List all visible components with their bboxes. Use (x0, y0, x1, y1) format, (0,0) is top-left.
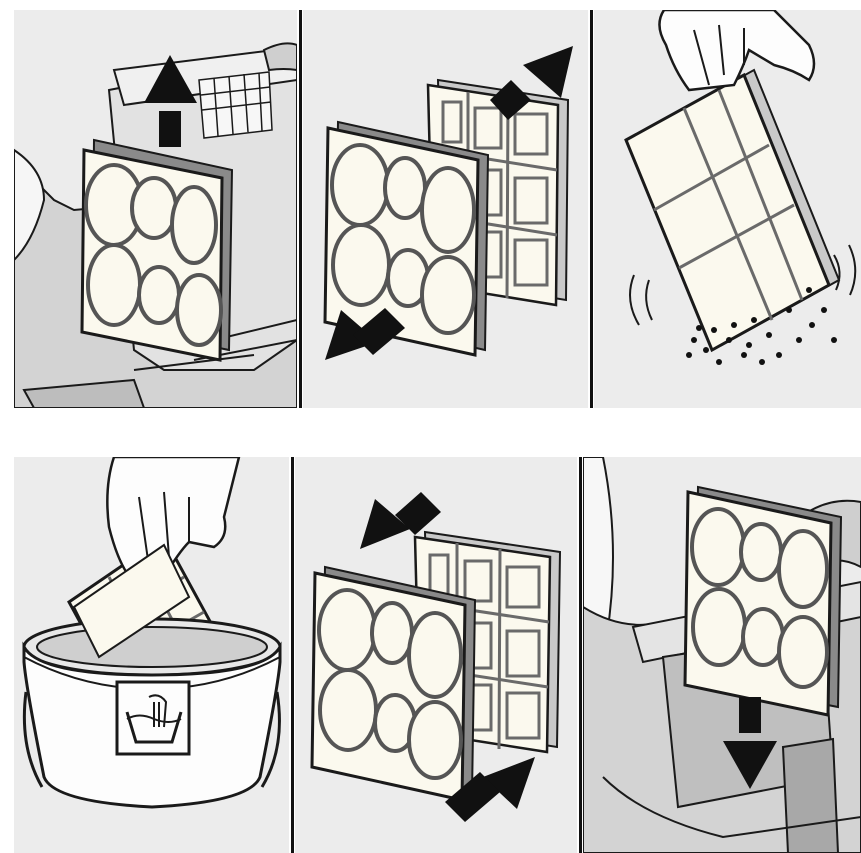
step-3-panel (594, 10, 861, 408)
panel-divider (299, 10, 302, 408)
insert-filter-illustration (583, 457, 861, 853)
panel-divider (579, 457, 582, 853)
instruction-row-bottom (14, 457, 861, 853)
lift-filter-out-illustration (14, 10, 297, 408)
step-4-panel (14, 457, 289, 853)
step-6-panel (583, 457, 861, 853)
reassemble-filter-illustration (295, 457, 577, 853)
tap-out-dust-illustration (594, 10, 861, 408)
panel-divider (590, 10, 593, 408)
hand-wash-symbol-icon (117, 682, 189, 754)
step-1-panel (14, 10, 297, 408)
step-5-panel (295, 457, 577, 853)
wash-filter-in-bucket-illustration (14, 457, 289, 853)
separate-filter-parts-illustration (303, 10, 588, 408)
panel-divider (291, 457, 294, 853)
instruction-row-top (14, 10, 861, 408)
step-2-panel (303, 10, 588, 408)
